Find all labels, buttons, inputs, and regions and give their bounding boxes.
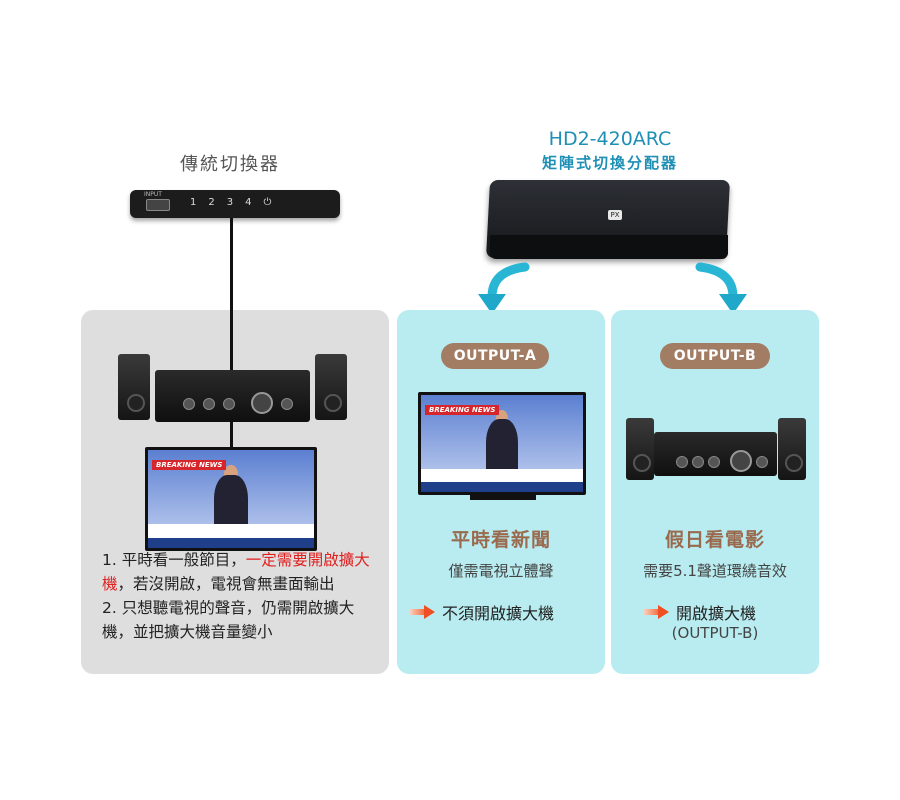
amplifier-b [654,432,777,476]
television-a: BREAKING NEWS [418,392,586,495]
orange-arrow-icon-b [644,605,670,619]
legacy-item-1: 1. 平時看一般節目，一定需要開啟擴大機，若沒開啟，電視會無畫面輸出 [102,551,370,593]
output-b-heading: 假日看電影 [664,529,765,551]
legacy-switch-title: 傳統切換器 [180,154,280,175]
matrix-front-panel [490,235,728,259]
output-b-note: 開啟擴大機 [644,600,756,624]
output-a-subtext: 僅需電視立體聲 [448,562,554,580]
orange-arrow-icon [410,605,436,619]
hdmi-cable [230,218,233,448]
output-a-note-text: 不須開啟擴大機 [442,604,555,623]
product-subtitle: 矩陣式切換分配器 [541,154,678,172]
hdmi-port-label: INPUT [144,191,162,198]
curve-arrow-b-icon [695,262,747,314]
television: BREAKING NEWS [145,447,317,551]
legacy-button-3: 3 [226,197,234,208]
legacy-switch-device: INPUT 1 2 3 4 ⏻ [130,190,340,218]
legacy-description: 1. 平時看一般節目，一定需要開啟擴大機，若沒開啟，電視會無畫面輸出 2. 只想… [102,548,374,644]
px-logo: PX [608,210,622,220]
legacy-buttons: 1 2 3 4 ⏻ [190,197,271,208]
tv-stand-a [470,495,536,500]
product-model: HD2-420ARC [548,128,672,150]
breaking-news-banner: BREAKING NEWS [152,460,227,470]
amplifier [155,370,310,422]
output-a-badge: OUTPUT-A [441,343,549,369]
output-a-heading: 平時看新聞 [450,529,551,551]
legacy-button-1: 1 [190,197,197,208]
right-speaker [315,354,347,420]
left-speaker [118,354,150,420]
power-icon: ⏻ [263,197,272,208]
right-speaker-b [778,418,806,480]
legacy-button-2: 2 [208,197,215,208]
output-b-note-sub: (OUTPUT-B) [671,624,759,642]
curve-arrow-a-icon [478,262,530,314]
output-b-note-text: 開啟擴大機 [676,604,757,623]
highlight-text: 一定需要開啟擴大機 [102,551,370,593]
legacy-button-4: 4 [245,197,252,208]
output-b-subtext: 需要5.1聲道環繞音效 [643,562,787,580]
output-b-badge: OUTPUT-B [660,343,770,369]
legacy-item-2: 2. 只想聽電視的聲音，仍需開啟擴大機，並把擴大機音量變小 [102,599,355,641]
output-a-note: 不須開啟擴大機 [410,600,554,624]
hdmi-port-icon [146,199,170,211]
left-speaker-b [626,418,654,480]
breaking-news-banner-a: BREAKING NEWS [425,405,500,415]
